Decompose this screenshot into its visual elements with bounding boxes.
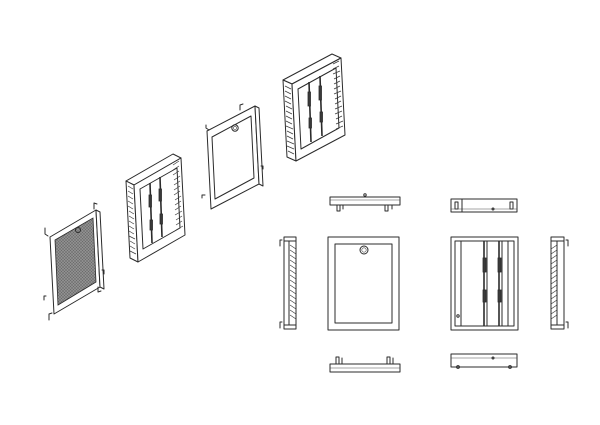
side-view-left [279,236,297,330]
right-slats [172,160,184,231]
iso-door-panel [201,103,264,210]
top-view-door [329,193,401,212]
front-view-door [327,236,400,331]
top-view-frame [450,198,518,213]
bottom-view-door [329,356,401,373]
iso-frame-with-slats [125,153,186,263]
frame-slats-right [332,60,344,130]
side-left-slats [289,244,297,320]
frame-slats-left [284,85,295,155]
front-view-frame [450,236,519,331]
bottom-view-frame [450,353,518,369]
iso-closed-cabinet [43,202,105,321]
side-right-slats [550,244,558,320]
side-view-right [550,236,569,330]
iso-frame-only [282,53,346,162]
left-slats [127,185,137,255]
